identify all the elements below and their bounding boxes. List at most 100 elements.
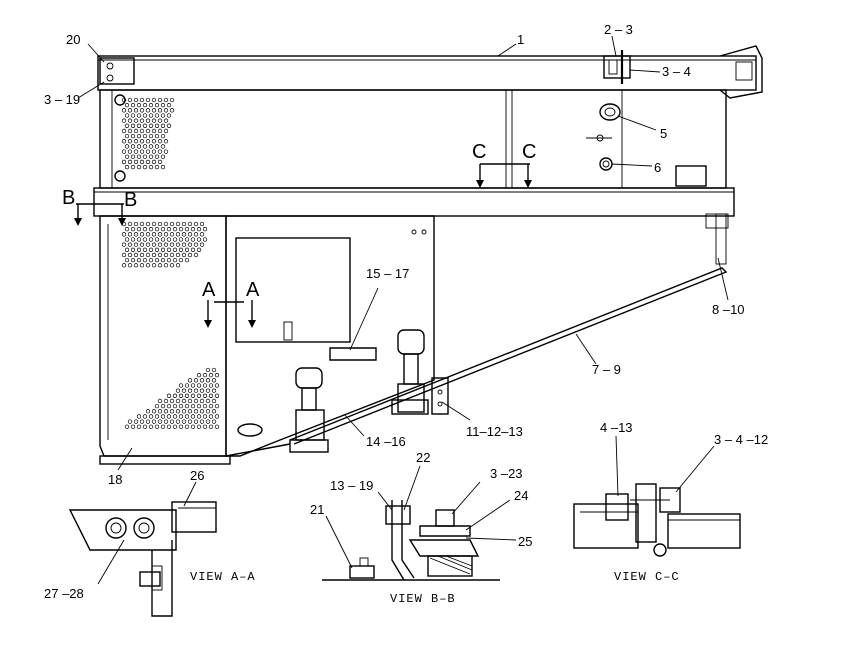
perforation-hole <box>148 164 154 170</box>
perforation-hole <box>133 419 139 424</box>
perforation-hole <box>133 97 139 103</box>
perforation-hole <box>139 128 145 134</box>
perforation-hole <box>121 159 127 165</box>
perforation-hole <box>157 159 163 165</box>
perforation-hole <box>142 154 148 159</box>
perforation-hole <box>157 252 163 258</box>
perforation-hole <box>163 409 169 414</box>
perforation-hole <box>208 383 214 388</box>
callout-5: 5 <box>660 126 667 141</box>
perforation-hole <box>175 252 181 258</box>
callout-7-9: 7 – 9 <box>592 362 621 377</box>
perforation-hole <box>175 419 181 424</box>
perforation-hole <box>172 424 178 429</box>
perforation-hole <box>121 149 127 154</box>
perforation-hole <box>145 118 151 123</box>
hinge-right <box>391 329 429 415</box>
perforation-hole <box>154 123 160 128</box>
perforation-upper <box>121 97 175 170</box>
perforation-hole <box>166 403 172 409</box>
perforation-hole <box>169 221 175 227</box>
perforation-hole <box>151 149 157 154</box>
perforation-hole <box>139 252 145 258</box>
perforation-hole <box>169 409 175 414</box>
perforation-hole <box>127 242 133 247</box>
perforation-hole <box>145 108 151 113</box>
perforation-hole <box>196 373 202 378</box>
perforation-hole <box>151 252 157 258</box>
perforation-hole <box>163 108 169 113</box>
view-cc-title: VIEW C–C <box>614 570 680 584</box>
callout-21: 21 <box>310 502 324 517</box>
perforation-hole <box>130 103 136 108</box>
perforation-hole <box>157 409 163 414</box>
perforation-hole <box>163 97 169 103</box>
perforation-hole <box>175 263 181 268</box>
perforation-hole <box>136 113 142 118</box>
perforation-hole <box>205 409 211 414</box>
perforation-hole <box>184 393 190 398</box>
perforation-hole <box>199 378 205 383</box>
perforation-hole <box>136 144 142 149</box>
perforation-hole <box>148 414 154 419</box>
perforation-hole <box>211 378 217 383</box>
perforation-hole <box>160 403 166 409</box>
callout-2-3: 2 – 3 <box>604 22 633 37</box>
perforation-hole <box>130 113 136 118</box>
perforation-hole <box>175 409 181 414</box>
callout-27-28: 27 –28 <box>44 586 84 601</box>
perforation-hole <box>154 113 160 118</box>
perforation-hole <box>154 103 160 108</box>
perforation-hole <box>160 257 166 263</box>
handle <box>329 347 377 361</box>
perforation-hole <box>133 108 139 113</box>
perforation-hole <box>208 393 214 398</box>
perforation-hole <box>124 123 130 128</box>
callout-18: 18 <box>108 472 122 487</box>
perforation-hole <box>142 247 148 252</box>
perforation-hole <box>184 247 190 252</box>
perforation-hole <box>208 414 214 419</box>
callout-13-19: 13 – 19 <box>330 478 373 493</box>
perforation-hole <box>184 383 190 388</box>
perforation-hole <box>142 257 148 263</box>
perforation-hole <box>181 419 187 424</box>
perforation-hole <box>142 227 148 232</box>
perforation-hole <box>145 242 151 247</box>
perforation-hole <box>127 97 133 103</box>
perforation-hole <box>172 414 178 419</box>
perforation-hole <box>148 227 154 232</box>
perforation-hole <box>136 103 142 108</box>
perforation-hole <box>148 237 154 242</box>
perforation-hole <box>130 237 136 242</box>
perforation-hole <box>151 263 157 268</box>
perforation-hole <box>193 419 199 424</box>
perforation-hole <box>121 108 127 113</box>
section-c-left: C <box>472 141 486 163</box>
perforation-hole <box>169 419 175 424</box>
perforation-hole <box>184 403 190 409</box>
section-markers: B B A A C C <box>62 141 536 328</box>
perforation-hole <box>142 113 148 118</box>
section-b-right: B <box>124 189 137 211</box>
hinge-left <box>289 367 329 453</box>
perforation-hole <box>163 232 169 237</box>
perforation-hole <box>211 367 217 373</box>
perforation-hole <box>187 378 193 383</box>
perforation-hole <box>124 154 130 159</box>
access-window <box>235 237 351 343</box>
perforation-hole <box>196 247 202 252</box>
view-bb-title: VIEW B–B <box>390 592 456 606</box>
perforation-hole <box>178 403 184 409</box>
perforation-hole <box>151 139 157 144</box>
detail-view-bb <box>322 500 500 581</box>
perforation-hole <box>121 252 127 258</box>
perforation-hole <box>214 403 220 409</box>
perforation-hole <box>163 128 169 134</box>
perforation-hole <box>160 227 166 232</box>
perforation-hole <box>199 242 205 247</box>
perforation-hole <box>196 227 202 232</box>
perforation-hole <box>172 237 178 242</box>
callout-labels: 1 2 – 3 3 – 4 20 3 – 19 5 6 8 –10 7 – 9 … <box>44 22 768 601</box>
perforation-hole <box>181 388 187 393</box>
